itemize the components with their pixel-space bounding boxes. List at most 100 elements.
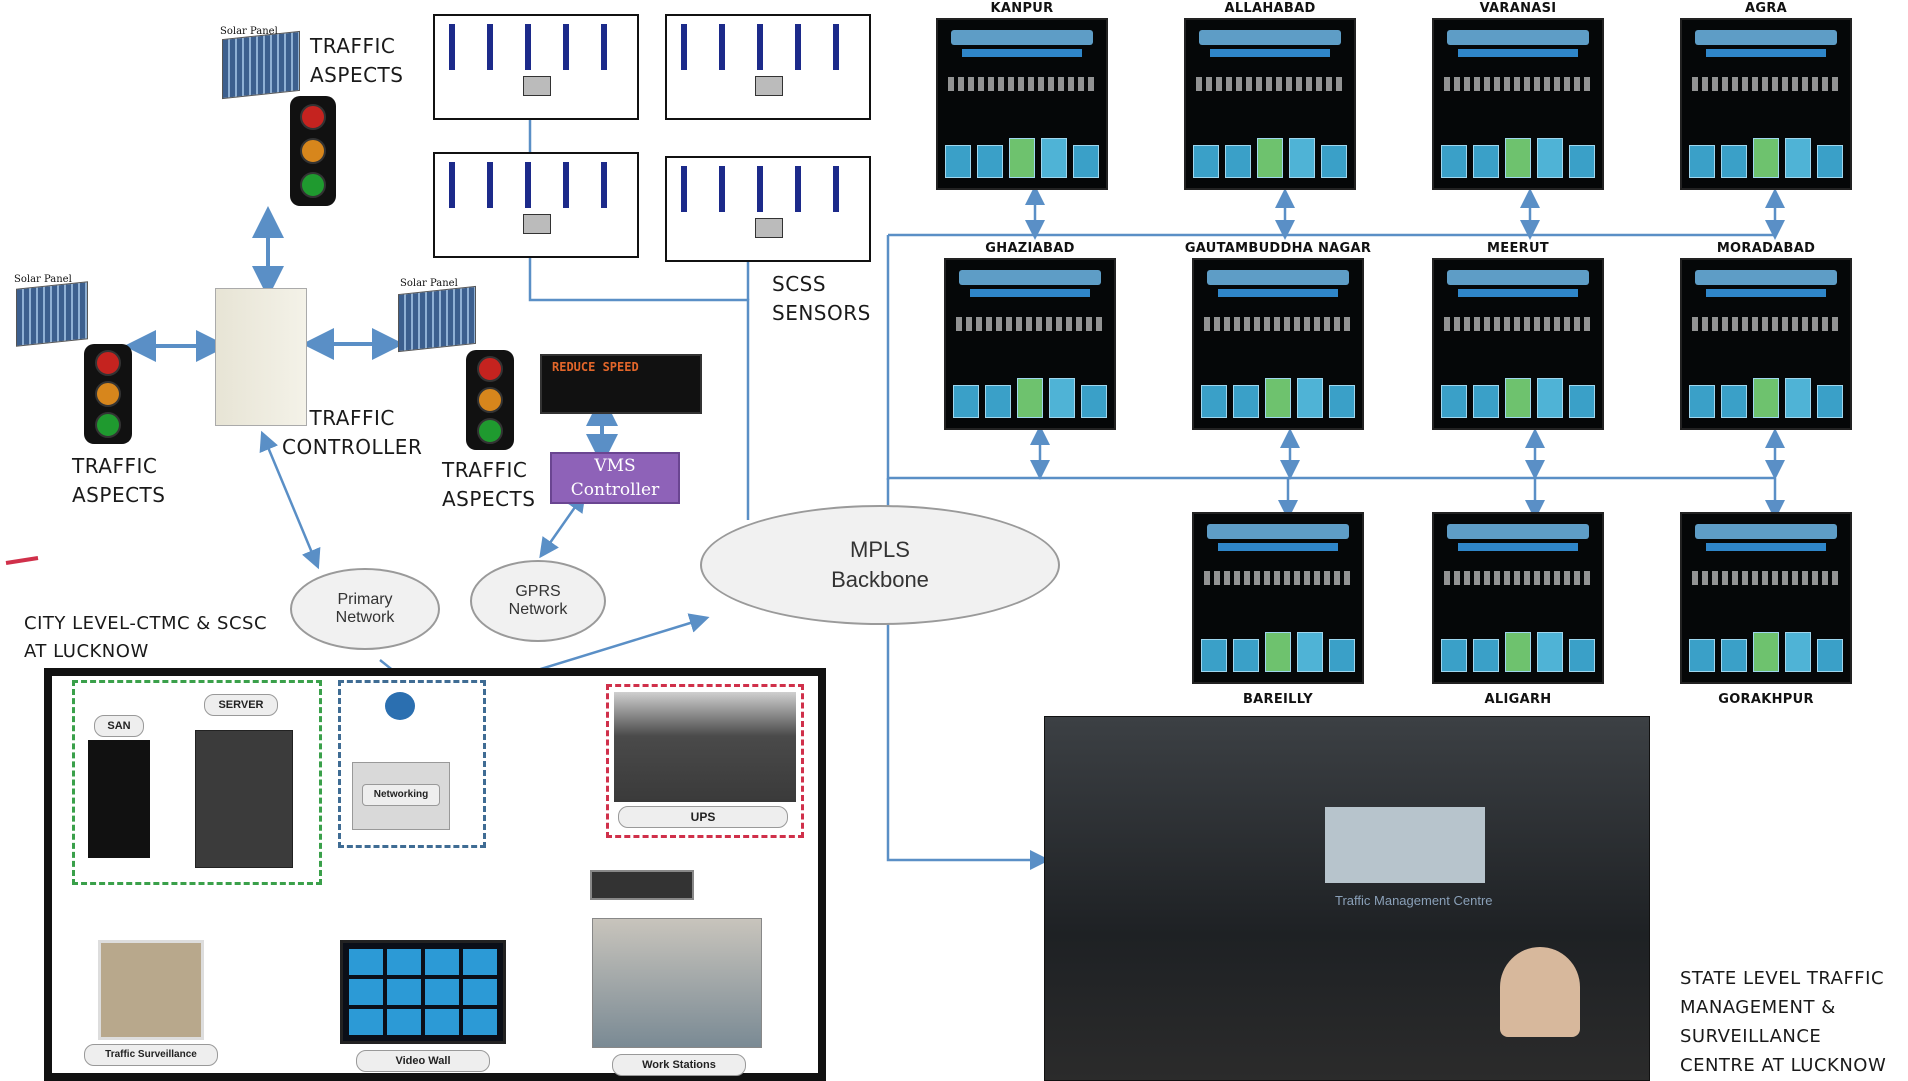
vms-sign: REDUCE SPEED — [540, 354, 702, 414]
state-centre-photo: Traffic Management Centre — [1044, 716, 1650, 1081]
ups-label: UPS — [618, 806, 788, 828]
line: Backbone — [831, 567, 929, 592]
traffic-aspects-left-label: TRAFFIC ASPECTS — [72, 452, 165, 510]
green-dashed-zone — [72, 680, 322, 885]
sensor-junction-box — [755, 218, 783, 238]
traffic-surveillance-image — [98, 940, 204, 1040]
sensor-pole — [449, 162, 455, 208]
operator — [1500, 947, 1580, 1037]
sensor-junction-box — [523, 76, 551, 96]
city-control-room-screen — [1680, 18, 1852, 190]
sensor-pole — [795, 166, 801, 212]
solar-panel-label-right: Solar Panel — [400, 278, 458, 289]
line: ASPECTS — [72, 483, 166, 507]
line: SENSORS — [772, 301, 871, 325]
state-centre-main-screen — [1325, 807, 1485, 883]
city-label: GORAKHPUR — [1718, 692, 1814, 707]
city-control-room-screen — [1192, 512, 1364, 684]
line: TRAFFIC — [442, 458, 528, 482]
city-label: GHAZIABAD — [985, 241, 1075, 256]
line: MANAGEMENT & — [1680, 997, 1836, 1018]
line: GPRS — [515, 583, 561, 600]
city-control-room-screen — [1192, 258, 1364, 430]
sensor-pole — [757, 166, 763, 212]
sensor-pole — [563, 24, 569, 70]
solar-panel-left — [16, 281, 88, 347]
city-label: AGRA — [1744, 1, 1787, 16]
sensor-pole — [487, 24, 493, 70]
scss-sensors-label: SCSS SENSORS — [772, 270, 871, 328]
sensor-panel-1 — [433, 14, 639, 120]
line: STATE LEVEL TRAFFIC — [1680, 968, 1885, 989]
line: CITY LEVEL-CTMC & SCSC — [24, 613, 268, 634]
sensor-pole — [681, 24, 687, 70]
traffic-controller-cabinet — [215, 288, 307, 426]
sensor-pole — [757, 24, 763, 70]
city-control-room-screen — [1680, 258, 1852, 430]
line: Primary — [337, 591, 393, 608]
city-control-room-screen — [1680, 512, 1852, 684]
vms-controller: VMS Controller — [550, 452, 680, 504]
state-centre-screen-text: Traffic Management Centre — [1335, 893, 1493, 908]
vms-sign-text: REDUCE SPEED — [552, 360, 639, 374]
line: MPLS — [850, 537, 910, 562]
sensor-pole — [601, 162, 607, 208]
traffic-aspects-top-label: TRAFFIC ASPECTS — [310, 32, 403, 90]
sensor-pole — [681, 166, 687, 212]
traffic-controller-label: TRAFFIC CONTROLLER — [282, 404, 422, 462]
server-rack — [195, 730, 293, 868]
video-wall — [340, 940, 506, 1044]
sensor-junction-box — [523, 214, 551, 234]
sensor-junction-box — [755, 76, 783, 96]
work-stations-image — [592, 918, 762, 1048]
line: VMS — [594, 456, 636, 476]
city-control-room-screen — [936, 18, 1108, 190]
line: SURVEILLANCE — [1680, 1026, 1822, 1047]
line: Network — [508, 601, 568, 618]
city-label: MEERUT — [1487, 241, 1549, 256]
ups-room — [614, 692, 796, 802]
city-label: ALLAHABAD — [1224, 1, 1316, 16]
server-label: SERVER — [204, 694, 278, 716]
city-label: KANPUR — [990, 1, 1054, 16]
sensor-pole — [525, 24, 531, 70]
city-control-room-screen — [1432, 512, 1604, 684]
line: AT LUCKNOW — [24, 641, 149, 662]
san-label: SAN — [94, 715, 144, 737]
line: CONTROLLER — [282, 435, 423, 459]
line: ASPECTS — [310, 63, 404, 87]
networking-zone — [338, 680, 486, 848]
state-level-label: STATE LEVEL TRAFFIC MANAGEMENT & SURVEIL… — [1680, 964, 1886, 1080]
globe-icon — [385, 692, 415, 720]
line: TRAFFIC — [72, 454, 158, 478]
traffic-light-right — [466, 350, 514, 450]
traffic-light-top — [290, 96, 336, 206]
line: TRAFFIC — [310, 34, 396, 58]
city-control-room-screen — [1432, 258, 1604, 430]
line: Network — [335, 609, 395, 626]
sensor-pole — [449, 24, 455, 70]
networking-label: Networking — [362, 784, 440, 806]
sensor-pole — [487, 162, 493, 208]
video-wall-label: Video Wall — [356, 1050, 490, 1072]
sensor-panel-4 — [665, 156, 871, 262]
sensor-pole — [563, 162, 569, 208]
sensor-pole — [719, 24, 725, 70]
solar-panel-label-top: Solar Panel — [220, 26, 278, 37]
city-control-room-screen — [944, 258, 1116, 430]
line: TRAFFIC — [309, 406, 395, 430]
solar-panel-right — [398, 285, 476, 353]
solar-panel-label-left: Solar Panel — [14, 274, 72, 285]
sensor-pole — [833, 24, 839, 70]
city-label: MORADABAD — [1716, 241, 1816, 256]
city-label: VARANASI — [1479, 1, 1557, 16]
solar-panel-top — [222, 30, 300, 100]
line: Controller — [570, 480, 660, 500]
city-control-room-screen — [1184, 18, 1356, 190]
line: CENTRE AT LUCKNOW — [1680, 1055, 1887, 1076]
san-rack — [88, 740, 150, 858]
line: SCSS — [772, 272, 827, 296]
sensor-pole — [833, 166, 839, 212]
traffic-aspects-right-label: TRAFFIC ASPECTS — [442, 456, 535, 514]
